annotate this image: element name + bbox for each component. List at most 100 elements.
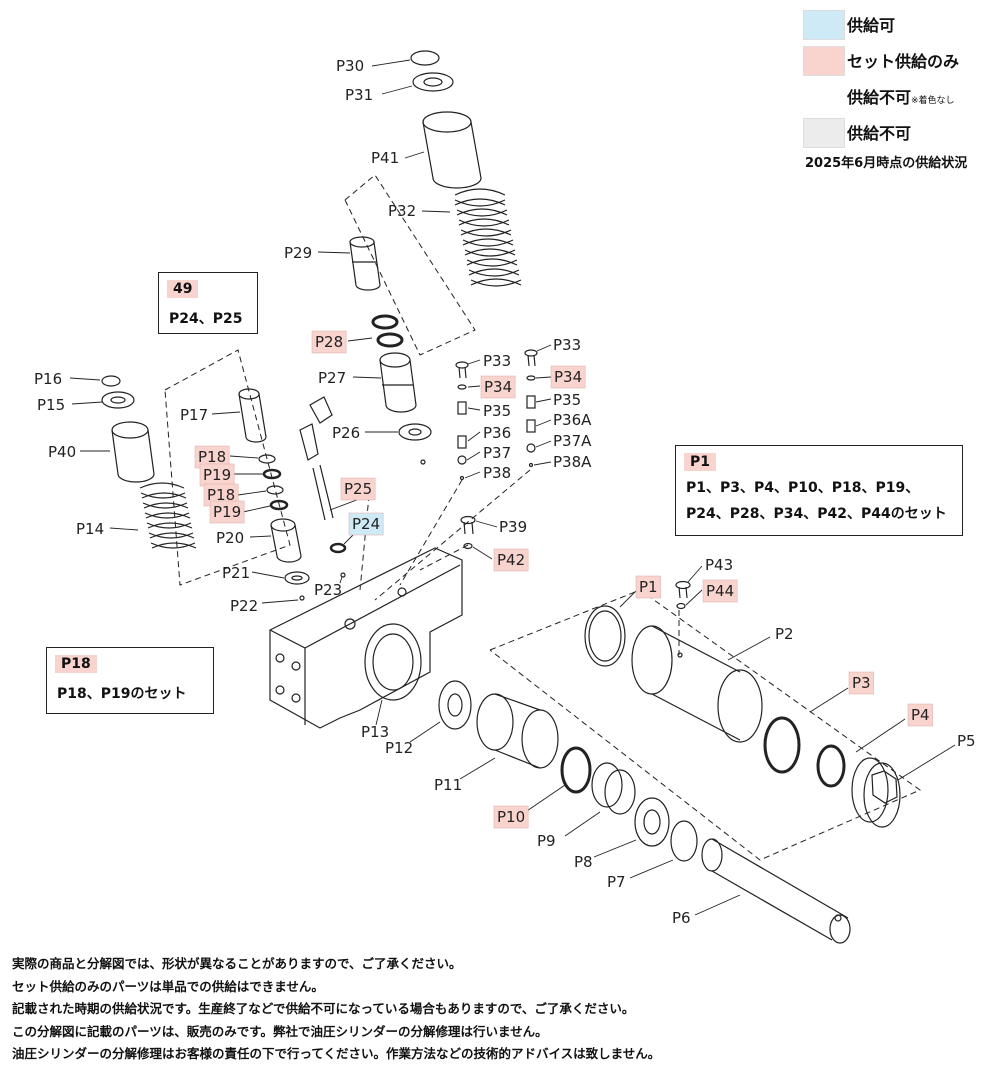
label-p11: P11 [434, 776, 462, 794]
p16-washer [101, 375, 121, 387]
label-p19-2: P19 [213, 503, 241, 521]
label-p37: P37 [483, 444, 511, 462]
label-p34-left: P34 [484, 378, 512, 396]
p9-bushing [591, 762, 636, 815]
footnotes: 実際の商品と分解図では、形状が異なることがありますので、ご了承ください。 セット… [12, 953, 660, 1066]
label-p2: P2 [775, 625, 794, 643]
label-p26: P26 [332, 424, 360, 442]
note-5: 油圧シリンダーの分解修理はお客様の責任の下で行ってください。作業方法などの技術的… [12, 1046, 661, 1061]
p1-ring [584, 605, 626, 667]
label-p1: P1 [639, 578, 658, 596]
legend-set-only-label: セット供給のみ [847, 52, 960, 71]
label-p43: P43 [705, 556, 733, 574]
p30-washer [410, 50, 440, 66]
p42-ring [463, 542, 473, 550]
p18-ring-1 [258, 454, 276, 464]
p36-spring [457, 435, 467, 449]
label-p6: P6 [672, 909, 691, 927]
p34-ring-left [457, 384, 467, 390]
label-p34-left-highlight [480, 375, 516, 399]
label-p44: P44 [706, 582, 734, 600]
p2-cylinder [631, 625, 763, 743]
label-p19-1: P19 [203, 466, 231, 484]
set-box-p1: P1 P1、P3、P4、P10、P18、P19、 P24、P28、P34、P42… [675, 445, 963, 536]
label-p8: P8 [574, 853, 593, 871]
p19-ring-1 [262, 468, 282, 480]
label-p3-highlight [848, 671, 874, 695]
p35-spring-right [526, 395, 536, 409]
label-p15: P15 [37, 396, 65, 414]
guide-p24 [359, 484, 371, 591]
label-p36a: P36A [553, 411, 592, 429]
legend-unavailable-plain: 供給不可※着色なし [847, 88, 955, 107]
label-p1-highlight [635, 575, 661, 599]
p26-washer [398, 423, 432, 441]
p28-oring-2 [376, 332, 404, 348]
label-p4-highlight [907, 703, 933, 727]
p21-washer [284, 571, 310, 585]
p31-washer [412, 72, 454, 92]
note-4: この分解図に記載のパーツは、販売のみです。弊社で油圧シリンダーの分解修理は行いま… [12, 1023, 548, 1039]
label-p24: P24 [352, 515, 380, 533]
label-p14: P14 [76, 520, 104, 538]
legend-swatch-available [803, 10, 845, 40]
label-p7: P7 [607, 873, 626, 891]
p33-screw-right [524, 349, 538, 367]
label-p42-highlight [493, 548, 529, 572]
p11-sleeve [476, 693, 559, 769]
p3-oring [763, 716, 801, 774]
p35-spring-left [457, 401, 467, 415]
note-3: 記載された時期の供給状況です。生産終了などで供給不可になっている場合もありますの… [12, 1001, 635, 1016]
label-p39: P39 [499, 518, 527, 536]
label-p38: P38 [483, 464, 511, 482]
label-p3: P3 [852, 674, 871, 692]
legend-unavailable-gray-label: 供給不可 [847, 124, 912, 143]
label-p19-2-highlight [209, 500, 245, 524]
label-p30: P30 [336, 57, 364, 75]
label-p22: P22 [230, 597, 258, 615]
label-p27: P27 [318, 369, 346, 387]
p36a-spring [526, 419, 536, 433]
p44-ring [676, 602, 686, 610]
p32-spring [454, 188, 522, 287]
guide-p39 [419, 544, 469, 571]
guide-left [164, 349, 291, 586]
label-p18-1: P18 [198, 448, 226, 466]
set-box-p1-line-2: P24、P28、P34、P42、P44のセット [686, 506, 947, 522]
set-box-p1-line-1: P1、P3、P4、P10、P18、P19、 [686, 480, 920, 496]
set-box-p18-line: P18、P19のセット [57, 686, 187, 702]
p41-sleeve [422, 111, 482, 189]
label-p41: P41 [371, 149, 399, 167]
label-p44-highlight [702, 579, 738, 603]
p29-valve [349, 236, 381, 291]
set-box-49: 49 P24、P25 [158, 272, 258, 334]
label-p34-right-highlight [550, 365, 586, 389]
label-p23: P23 [314, 581, 342, 599]
legend-unavailable-note: ※着色なし [911, 96, 955, 106]
p19-ring-2 [269, 499, 289, 511]
label-p17: P17 [180, 406, 208, 424]
set-box-p18-tag: P18 [55, 655, 97, 673]
label-p35-left: P35 [483, 402, 511, 420]
label-p24-highlight [348, 512, 384, 536]
set-box-p1-tag: P1 [684, 453, 717, 471]
set-box-49-tag: 49 [167, 280, 199, 298]
p37-ball [457, 455, 467, 465]
label-p25: P25 [344, 480, 372, 498]
label-p34-right: P34 [554, 368, 582, 386]
legend-swatch-set-only [803, 46, 845, 76]
p28-oring-1 [371, 314, 399, 330]
label-p12: P12 [385, 739, 413, 757]
label-p37a: P37A [553, 432, 592, 450]
p27-fitting [379, 352, 417, 413]
p15-washer [101, 391, 135, 409]
set-box-49-line: P24、P25 [169, 311, 243, 327]
guide-p38 [399, 479, 463, 586]
label-p32: P32 [388, 202, 416, 220]
p33-screw-left [455, 361, 469, 379]
guide-p38a [374, 469, 531, 601]
legend-available-label: 供給可 [847, 16, 896, 35]
label-p21: P21 [222, 564, 250, 582]
label-p10-highlight [493, 805, 529, 829]
